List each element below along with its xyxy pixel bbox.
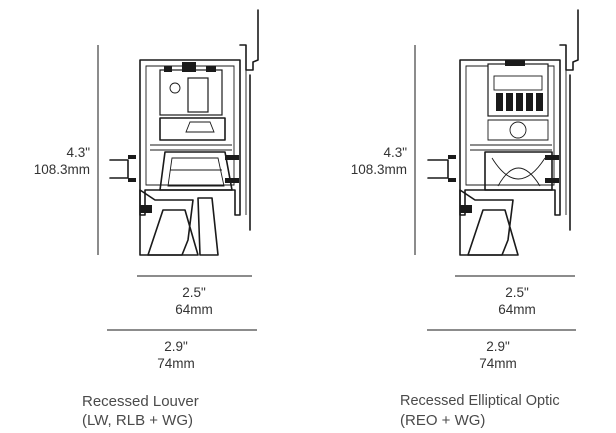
flange-left-1 (139, 189, 194, 256)
width1-inches-label-1: 2.5" (182, 285, 206, 300)
louver-trim-1 (159, 151, 233, 191)
mounting-tab-1 (109, 159, 129, 179)
caption-subtitle-2: (REO + WG) (400, 412, 486, 429)
height-inches-label-2: 4.3" (383, 145, 407, 160)
elliptical-reflector-2 (484, 151, 553, 191)
height-mm-label-2: 108.3mm (350, 162, 407, 177)
width2-inches-label-2: 2.9" (486, 339, 510, 354)
mounting-tab-2 (427, 159, 449, 179)
caption-subtitle-1: (LW, RLB + WG) (82, 412, 193, 429)
width2-mm-label-2: 74mm (479, 356, 517, 371)
caption-title-2: Recessed Elliptical Optic (400, 393, 560, 409)
width1-mm-label-2: 64mm (498, 302, 536, 317)
housing-1 (139, 59, 241, 216)
height-mm-label-1: 108.3mm (33, 162, 90, 177)
caption-title-1: Recessed Louver (82, 393, 199, 410)
width1-inches-label-2: 2.5" (505, 285, 529, 300)
elliptical-drawing (414, 9, 579, 331)
ceiling-channel-1 (239, 9, 259, 71)
width2-inches-label-1: 2.9" (164, 339, 188, 354)
width1-mm-label-1: 64mm (175, 302, 213, 317)
height-inches-label-1: 4.3" (66, 145, 90, 160)
louver-drawing (97, 9, 259, 331)
housing-2 (459, 59, 561, 216)
ceiling-channel-2 (559, 9, 579, 71)
flange-left-2 (459, 189, 514, 256)
width2-mm-label-1: 74mm (157, 356, 195, 371)
